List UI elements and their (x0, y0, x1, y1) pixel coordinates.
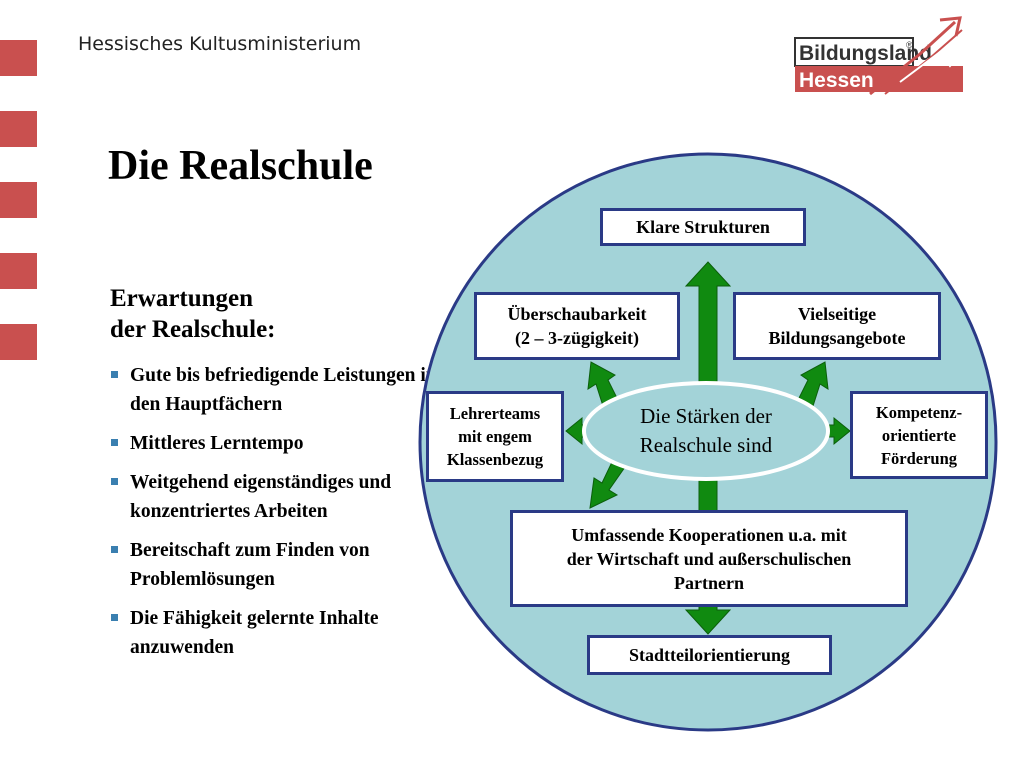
ministry-name: Hessisches Kultusministerium (78, 33, 362, 55)
bullet-square-icon (111, 371, 118, 378)
list-item: Weitgehend eigenständiges und konzentrie… (108, 468, 448, 526)
logo-line1: Bildungsland (799, 42, 932, 65)
box-vielseitige-bildungsangebote: Vielseitige Bildungsangebote (733, 292, 941, 360)
logo-registered: ® (906, 40, 913, 50)
decorative-square (0, 324, 37, 360)
decorative-square (0, 182, 37, 218)
arrow-upleft (587, 361, 618, 407)
box-umfassende-kooperationen: Umfassende Kooperationen u.a. mit der Wi… (510, 510, 908, 607)
box-ueberschaubarkeit: Überschaubarkeit (2 – 3-zügigkeit) (474, 292, 680, 360)
expectations-list: Gute bis befriedigende Leistungen in den… (108, 361, 448, 672)
arrow-downleft (589, 459, 626, 509)
decorative-square (0, 40, 37, 76)
bullet-square-icon (111, 478, 118, 485)
box-klare-strukturen: Klare Strukturen (600, 208, 806, 246)
list-item: Bereitschaft zum Finden von Problemlösun… (108, 536, 448, 594)
box-kompetenzorientierte-foerderung: Kompetenz- orientierte Förderung (850, 391, 988, 479)
list-item: Mittleres Lerntempo (108, 429, 448, 458)
decorative-square (0, 111, 37, 147)
arrow-up (684, 261, 732, 384)
logo-line2: Hessen (799, 69, 874, 92)
box-stadtteilorientierung: Stadtteilorientierung (587, 635, 832, 675)
page-title: Die Realschule (108, 143, 373, 189)
expectations-heading: Erwartungen der Realschule: (110, 285, 276, 343)
list-item: Die Fähigkeit gelernte Inhalte anzuwende… (108, 604, 448, 662)
center-label: Die Stärken der Realschule sind (639, 404, 773, 457)
bullet-square-icon (111, 546, 118, 553)
decorative-square (0, 253, 37, 289)
bildungsland-hessen-logo: Bildungsland ® Hessen (794, 16, 963, 96)
bullet-square-icon (111, 439, 118, 446)
center-ellipse (582, 381, 830, 481)
list-item: Gute bis befriedigende Leistungen in den… (108, 361, 448, 419)
arrow-upright (798, 361, 829, 407)
box-lehrerteams: Lehrerteams mit engem Klassenbezug (426, 391, 564, 482)
bullet-square-icon (111, 614, 118, 621)
